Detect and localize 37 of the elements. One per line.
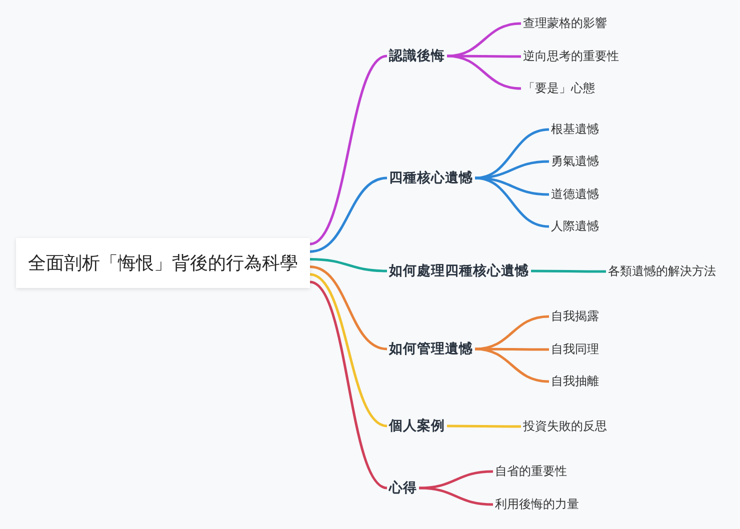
branch-topic: 個人案例 xyxy=(387,415,447,437)
branch-line xyxy=(310,176,388,253)
branch-line xyxy=(310,54,388,246)
branch-topic: 認識後悔 xyxy=(387,45,447,67)
subtopic-text: 根基遺憾 xyxy=(549,118,601,140)
branch-line xyxy=(310,266,388,350)
subtopic-text: 道德遺憾 xyxy=(549,184,601,204)
branch-line xyxy=(474,315,550,350)
branch-line xyxy=(418,486,494,506)
branch-line xyxy=(446,22,522,58)
branch-line xyxy=(310,273,388,428)
subtopic-text: 逆向思考的重要性 xyxy=(521,46,621,66)
subtopic-text: 自我抽離 xyxy=(549,370,601,392)
subtopic-text: 利用後悔的力量 xyxy=(493,494,581,514)
branch-line xyxy=(447,424,521,428)
subtopic-text: 勇氣遺憾 xyxy=(549,150,601,172)
branch-topic: 心得 xyxy=(387,477,419,499)
branch-line xyxy=(474,176,550,228)
subtopic-text: 各類遺憾的解決方法 xyxy=(606,260,718,282)
branch-line xyxy=(310,258,388,272)
branch-line xyxy=(474,348,550,383)
subtopic-text: 自我揭露 xyxy=(549,306,601,326)
subtopic-text: 自我同理 xyxy=(549,338,601,360)
branch-line xyxy=(474,160,550,180)
subtopic-text: 人際遺憾 xyxy=(549,216,601,236)
branch-line xyxy=(446,54,522,90)
subtopic-text: 投資失敗的反思 xyxy=(521,416,609,436)
branch-topic: 四種核心遺憾 xyxy=(387,167,475,189)
branch-topic: 如何管理遺憾 xyxy=(387,338,475,360)
subtopic-text: 「要是」心態 xyxy=(521,78,597,98)
subtopic-text: 查理蒙格的影響 xyxy=(521,12,609,34)
branch-line xyxy=(531,270,606,273)
subtopic-text: 自省的重要性 xyxy=(493,460,569,482)
central-topic-box: 全面剖析「悔恨」背後的行為科學 xyxy=(16,238,310,288)
branch-line xyxy=(309,280,388,490)
branch-line xyxy=(418,470,494,490)
branch-topic: 如何處理四種核心遺憾 xyxy=(387,260,531,282)
